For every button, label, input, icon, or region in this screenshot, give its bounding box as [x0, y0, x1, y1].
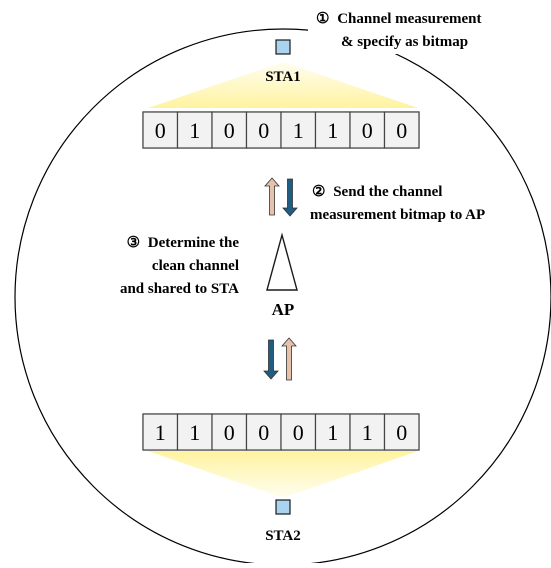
sta2-bit-value: 1	[327, 420, 338, 445]
step2-marker: ②	[312, 184, 325, 200]
sta2-bit-value: 1	[155, 420, 166, 445]
step3-text-line1: Determine the	[148, 235, 240, 251]
sta1-bit-value: 1	[327, 118, 338, 143]
step3-line1: ③ Determine the	[127, 235, 240, 251]
step1-text-line1: Channel measurement	[337, 11, 481, 27]
step2-line1: ② Send the channel	[312, 184, 442, 200]
sta1-bit-cell	[349, 111, 386, 149]
sta1-bit-cell	[383, 111, 420, 149]
sta1-bit-value: 0	[258, 118, 269, 143]
sta2-bit-cell	[349, 413, 386, 451]
sta1-bit-value: 1	[189, 118, 200, 143]
sta2-bit-cell	[211, 413, 248, 451]
step2-text-line2: measurement bitmap to AP	[310, 207, 485, 223]
sta2-beam	[148, 451, 418, 498]
sta2-bit-value: 1	[189, 420, 200, 445]
sta1-station-icon	[275, 39, 291, 55]
step3-marker: ③	[127, 235, 140, 251]
sta1-label: STA1	[265, 69, 301, 85]
sta2-bit-cell	[314, 413, 351, 451]
sta1-bit-value: 0	[155, 118, 166, 143]
sta2-bit-cell	[176, 413, 213, 451]
arrow-down-icon	[263, 339, 279, 380]
sta2-bit-value: 0	[258, 420, 269, 445]
upload-arrows	[264, 177, 298, 217]
arrow-down-icon	[282, 178, 298, 217]
sta1-bit-cell	[280, 111, 317, 149]
step3-text-line2: clean channel	[152, 258, 239, 274]
step1-label-background	[308, 4, 544, 54]
ap-label: AP	[272, 300, 295, 319]
sta1-bit-value: 1	[293, 118, 304, 143]
step1-marker: ①	[316, 11, 329, 27]
sta2-bit-cell	[383, 413, 420, 451]
step3-text-line3: and shared to STA	[120, 281, 239, 297]
download-arrows	[263, 337, 297, 381]
sta1-bit-cell	[211, 111, 248, 149]
step1-text-line2: & specify as bitmap	[341, 34, 468, 50]
sta2-station-icon	[275, 499, 291, 515]
sta1-bit-cell	[314, 111, 351, 149]
sta1-bit-value: 0	[224, 118, 235, 143]
arrow-up-icon	[281, 337, 297, 381]
sta2-bit-value: 0	[293, 420, 304, 445]
sta2-bit-value: 1	[362, 420, 373, 445]
sta1-bit-value: 0	[396, 118, 407, 143]
sta1-bit-value: 0	[362, 118, 373, 143]
step1-line1: ① Channel measurement	[316, 11, 482, 27]
sta2-bit-value: 0	[396, 420, 407, 445]
sta2-bit-value: 0	[224, 420, 235, 445]
sta2-bit-cell	[245, 413, 282, 451]
ap-antenna-icon	[266, 232, 298, 291]
sta1-beam	[148, 62, 418, 108]
arrow-up-icon	[264, 177, 280, 216]
sta1-bit-cell	[176, 111, 213, 149]
step2-text-line1: Send the channel	[333, 184, 442, 200]
sta2-label: STA2	[265, 528, 301, 544]
